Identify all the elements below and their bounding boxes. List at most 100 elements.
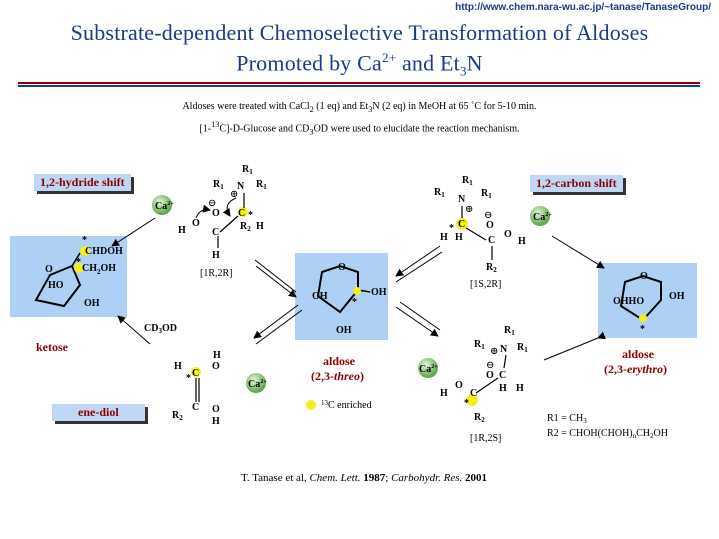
- svg-text:*: *: [464, 398, 469, 409]
- aldose-erythro-background: [598, 263, 697, 338]
- svg-text:Ca2+: Ca2+: [533, 212, 552, 223]
- svg-text:O: O: [212, 361, 220, 372]
- svg-text:*: *: [186, 373, 191, 384]
- svg-text:N: N: [237, 181, 245, 192]
- svg-text:O: O: [486, 220, 494, 231]
- svg-text:O: O: [212, 208, 220, 219]
- svg-text:R1: R1: [517, 342, 528, 354]
- svg-text:H: H: [440, 232, 448, 243]
- source-url[interactable]: http://www.chem.nara-wu.ac.jp/~tanase/Ta…: [455, 2, 711, 13]
- aldose-erythro-structure: O OH OHHO *: [613, 271, 685, 335]
- svg-text:*: *: [248, 210, 253, 221]
- svg-text:H: H: [455, 232, 463, 243]
- svg-text:H: H: [178, 225, 186, 236]
- svg-text:C: C: [192, 402, 199, 413]
- reaction-arrows: [111, 217, 606, 361]
- svg-text:H: H: [440, 388, 448, 399]
- aldose-threo-caption: aldose (2,3-threo): [311, 354, 364, 383]
- svg-text:H: H: [256, 221, 264, 232]
- enediol-structure: CD3OD Ca2+ H O H C * C R2 O H: [144, 323, 267, 427]
- reference-citation: T. Tanase et al, Chem. Lett. 1987; Carbo…: [241, 472, 488, 484]
- svg-text:O: O: [455, 380, 463, 391]
- aldose-threo-structure: O OH * OH OH: [312, 262, 387, 336]
- svg-text:R1: R1: [434, 187, 445, 199]
- svg-text:O: O: [45, 264, 53, 275]
- enediol-label: ene-diol: [52, 404, 145, 421]
- svg-text:R1: R1: [256, 179, 267, 191]
- c13-dot: [80, 246, 90, 256]
- intermediate-1r2r: Ca2+ R1 R1 N R1 ⊕ ⊖ O C * O R2 H H C H […: [152, 164, 267, 279]
- svg-text:OH: OH: [84, 298, 100, 309]
- stereo-1s2r-label: [1S,2R]: [470, 279, 501, 290]
- svg-text:⊖: ⊖: [208, 198, 216, 209]
- svg-text:N: N: [458, 194, 466, 205]
- aldose-erythro-caption: aldose (2,3-erythro): [604, 347, 667, 376]
- svg-text:Ca2+: Ca2+: [248, 379, 267, 390]
- svg-text:⊖: ⊖: [484, 210, 492, 221]
- svg-text:*: *: [352, 297, 357, 308]
- svg-text:C: C: [488, 235, 495, 246]
- svg-text:*: *: [449, 223, 454, 234]
- svg-text:(2,3-erythro): (2,3-erythro): [604, 362, 667, 376]
- svg-text:H: H: [174, 361, 182, 372]
- calcium-ion: [418, 358, 438, 378]
- svg-text:R2: R2: [172, 410, 183, 422]
- reaction-conditions: Aldoses were treated with CaCl2 (1 eq) a…: [182, 101, 537, 114]
- c13-dot: [353, 287, 361, 295]
- c13-dot: [238, 207, 248, 217]
- ketose-label: ketose: [36, 340, 68, 354]
- intermediate-1r2s: Ca2+ R1 R1 ⊕ N R1 ⊖ O C O H H H C * R2 […: [418, 325, 528, 444]
- intermediate-1s2r: Ca2+ R1 R1 N R1 ⊕ ⊖ O C * H H C O H R2 […: [434, 175, 552, 290]
- c13-legend: 13C enriched: [306, 399, 372, 411]
- svg-text:HO: HO: [48, 280, 64, 291]
- svg-text:O: O: [486, 370, 494, 381]
- svg-text:R1: R1: [481, 188, 492, 200]
- svg-text:R2: R2: [240, 221, 251, 233]
- c13-dot: [466, 394, 478, 406]
- ketose-structure: O CHDOH * * CH2OH HO OH: [34, 235, 123, 309]
- svg-text:OH: OH: [371, 287, 387, 298]
- svg-text:aldose: aldose: [323, 354, 356, 368]
- svg-text:⊖: ⊖: [486, 360, 494, 371]
- svg-text:O: O: [212, 404, 220, 415]
- page-title-line2: Promoted by Ca2+ and Et3N: [236, 50, 483, 79]
- svg-text:H: H: [212, 250, 220, 261]
- svg-text:R1: R1: [462, 175, 473, 187]
- svg-text:R2 = CHOH(CHOH)nCH2OH: R2 = CHOH(CHOH)nCH2OH: [547, 428, 668, 440]
- c13-dot: [191, 367, 201, 377]
- cd3od-label: CD3OD: [144, 323, 177, 335]
- calcium-ion: [246, 373, 266, 393]
- svg-text:H: H: [499, 383, 507, 394]
- svg-text:O: O: [338, 262, 346, 273]
- calcium-ion: [530, 206, 550, 226]
- svg-text:OH: OH: [669, 291, 685, 302]
- svg-text:O: O: [192, 218, 200, 229]
- svg-text:H: H: [212, 416, 220, 427]
- title-divider: [18, 82, 700, 87]
- r-group-definitions: R1 = CH3 R2 = CHOH(CHOH)nCH2OH: [547, 413, 668, 440]
- svg-text:C: C: [238, 208, 245, 219]
- labeling-note: [1-13C]-D-Glucose and CD3OD were used to…: [199, 120, 520, 137]
- svg-text:C: C: [212, 227, 219, 238]
- svg-text:O: O: [504, 229, 512, 240]
- svg-text:H: H: [516, 383, 524, 394]
- svg-text:(2,3-threo): (2,3-threo): [311, 369, 364, 383]
- svg-text:⊕: ⊕: [230, 189, 238, 200]
- svg-text:⊕: ⊕: [465, 204, 473, 215]
- svg-text:R1: R1: [213, 179, 224, 191]
- svg-text:R2: R2: [486, 262, 497, 274]
- svg-text:R1: R1: [474, 339, 485, 351]
- svg-text:R2: R2: [474, 412, 485, 424]
- hydride-shift-label: 1,2-hydride shift: [34, 174, 131, 191]
- stereo-1r2s-label: [1R,2S]: [470, 433, 501, 444]
- svg-text:N: N: [500, 344, 508, 355]
- svg-text:C: C: [192, 368, 199, 379]
- page-title-line1: Substrate-dependent Chemoselective Trans…: [70, 20, 649, 45]
- svg-text:*: *: [82, 235, 87, 246]
- svg-text:Ca2+: Ca2+: [155, 201, 174, 212]
- svg-text:C: C: [458, 219, 465, 230]
- c13-dot: [74, 263, 84, 273]
- svg-text:OHHO: OHHO: [613, 296, 644, 307]
- svg-text:13C enriched: 13C enriched: [321, 399, 372, 411]
